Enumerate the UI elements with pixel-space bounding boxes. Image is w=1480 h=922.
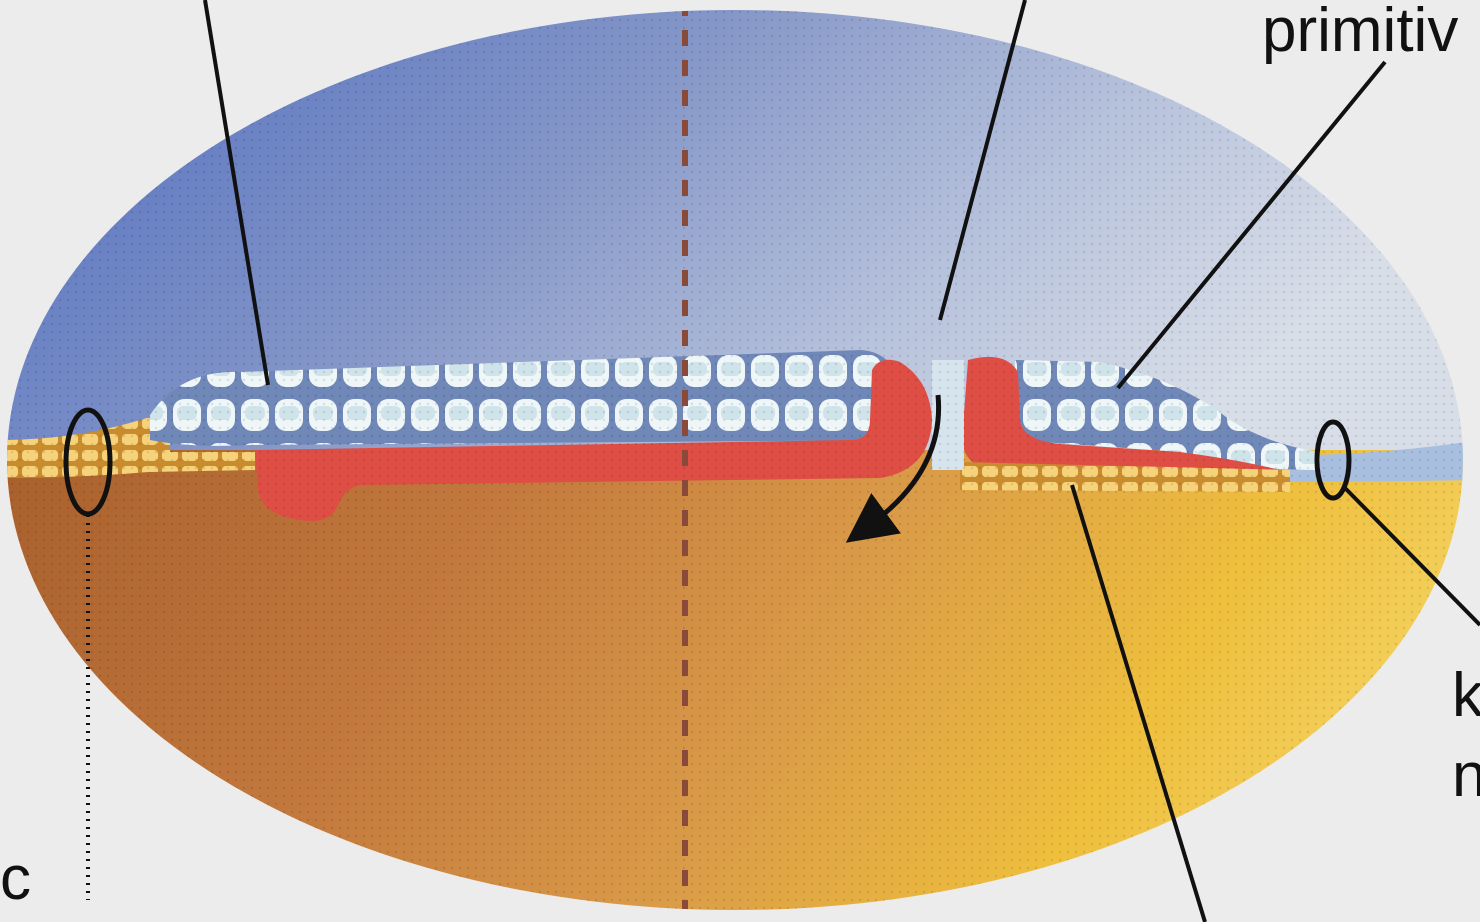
label-primitive-streak: primitiv [1262,0,1458,62]
label-left-bottom: c [0,848,31,910]
label-right-lower: n [1452,745,1480,807]
label-right-upper: k [1452,665,1480,727]
